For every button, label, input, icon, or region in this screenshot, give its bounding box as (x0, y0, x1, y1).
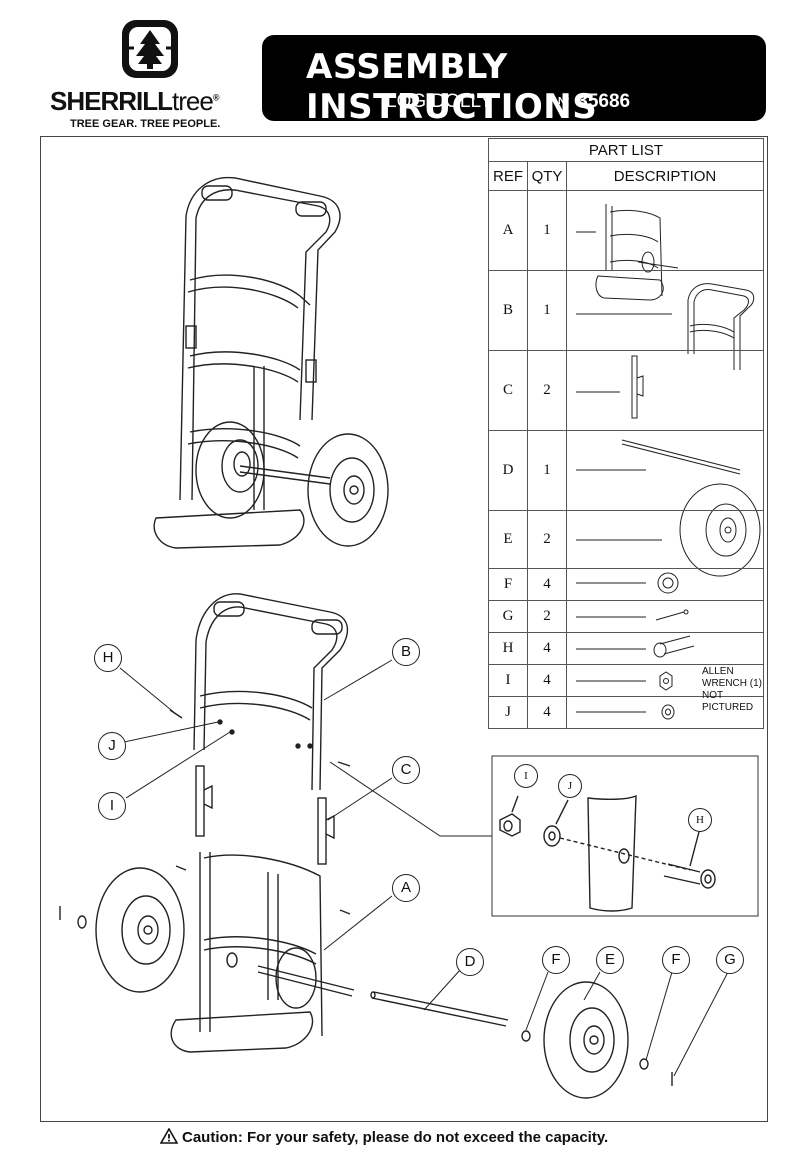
callout-f-right: F (662, 946, 690, 974)
row-description (566, 510, 764, 569)
table-row: E 2 (488, 510, 764, 569)
column-description: DESCRIPTION (566, 161, 764, 191)
callout-leader-lines (119, 659, 729, 1077)
row-ref: A (488, 190, 528, 271)
brand-tagline: TREE GEAR. TREE PEOPLE. (70, 118, 221, 130)
row-ref: E (488, 510, 528, 569)
callout-h: H (94, 644, 122, 672)
row-description (566, 430, 764, 511)
part-list-table: PART LIST REF QTY DESCRIPTION A 1 B 1 C … (488, 138, 764, 729)
detail-callout-i: I (514, 764, 538, 788)
callout-d: D (456, 948, 484, 976)
brand-logo: SHERRILLtree® TREE GEAR. TREE PEOPLE. (40, 14, 260, 130)
callout-c: C (392, 756, 420, 784)
row-ref: B (488, 270, 528, 351)
row-description (566, 664, 764, 697)
row-description (566, 270, 764, 351)
row-qty: 1 (527, 270, 567, 351)
column-ref: REF (488, 161, 528, 191)
table-row: F 4 (488, 568, 764, 601)
hardware-detail-drawing (491, 755, 759, 917)
callout-b: B (392, 638, 420, 666)
row-qty: 2 (527, 510, 567, 569)
table-row: B 1 (488, 270, 764, 351)
exploded-dolly-drawing (59, 593, 673, 1099)
brand-name: SHERRILLtree® (50, 86, 219, 116)
part-list-title: PART LIST (488, 138, 764, 162)
row-description (566, 632, 764, 665)
row-qty: 4 (527, 664, 567, 697)
model-symbol: N° (558, 95, 570, 107)
row-qty: 4 (527, 696, 567, 729)
row-ref: C (488, 350, 528, 431)
row-qty: 4 (527, 632, 567, 665)
document-title: ASSEMBLY INSTRUCTIONS (306, 47, 598, 127)
callout-j: J (98, 732, 126, 760)
product-name: LOG DOLLY (386, 91, 493, 112)
title-banner: ASSEMBLY INSTRUCTIONS LOG DOLLY N° 35686 (262, 35, 766, 127)
allen-wrench-note: ALLEN WRENCH (1) NOT PICTURED (702, 666, 762, 713)
table-row: D 1 (488, 430, 764, 511)
callout-f-left: F (542, 946, 570, 974)
table-row: J 4 (488, 696, 764, 729)
row-description (566, 600, 764, 633)
table-row: A 1 (488, 190, 764, 271)
detail-callout-h: H (688, 808, 712, 832)
row-description (566, 350, 764, 431)
row-ref: I (488, 664, 528, 697)
model-number: N° 35686 (558, 91, 631, 112)
table-row: C 2 (488, 350, 764, 431)
tree-logo-icon (122, 20, 178, 78)
row-ref: J (488, 696, 528, 729)
table-row: G 2 (488, 600, 764, 633)
row-description (566, 568, 764, 601)
caution-text: Caution: For your safety, please do not … (182, 1129, 609, 1146)
callout-a: A (392, 874, 420, 902)
row-qty: 2 (527, 350, 567, 431)
row-description (566, 696, 764, 729)
instructions-frame (40, 136, 768, 1122)
warning-icon (160, 1128, 178, 1144)
callout-g: G (716, 946, 744, 974)
column-qty: QTY (527, 161, 567, 191)
callout-e: E (596, 946, 624, 974)
callout-i: I (98, 792, 126, 820)
assembled-dolly-drawing (153, 176, 389, 549)
row-ref: F (488, 568, 528, 601)
row-ref: G (488, 600, 528, 633)
detail-callout-j: J (558, 774, 582, 798)
row-qty: 2 (527, 600, 567, 633)
caution-notice: Caution: For your safety, please do not … (160, 1128, 608, 1146)
table-row: H 4 (488, 632, 764, 665)
row-ref: H (488, 632, 528, 665)
row-ref: D (488, 430, 528, 511)
row-qty: 1 (527, 190, 567, 271)
row-qty: 1 (527, 430, 567, 511)
row-description (566, 190, 764, 271)
row-qty: 4 (527, 568, 567, 601)
